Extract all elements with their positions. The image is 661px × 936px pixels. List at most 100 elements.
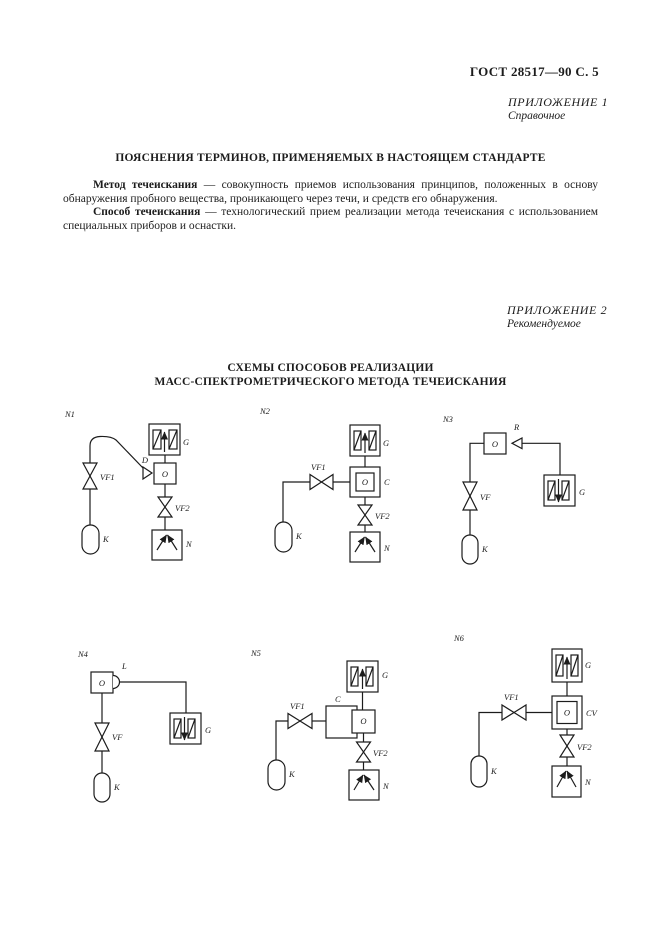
object-label: O [360,716,366,726]
cylinder-label: K [481,544,489,554]
sensor-G-icon: G [346,660,388,693]
diagram-n5: N5 G C O VF1 K [250,648,390,801]
sensor-G-icon [349,424,381,457]
cylinder-K-icon: K [93,772,121,803]
object-label: O [564,708,570,718]
valve-label: VF [112,732,123,742]
valve2-label: VF2 [373,748,388,758]
pump-N-icon: N [151,529,193,561]
section-2-title-line1: СХЕМЫ СПОСОБОВ РЕАЛИЗАЦИИ [227,362,434,374]
sensor-label: G [383,438,389,448]
diagram-number: N3 [442,414,453,424]
pump-N-icon: N [551,765,592,798]
diagram-number: N1 [64,409,75,419]
pipes [101,681,187,773]
cylinder-K-icon: K [81,524,110,555]
section-2-title-line2: МАСС-СПЕКТРОМЕТРИЧЕСКОГО МЕТОДА ТЕЧЕИСКА… [154,375,507,388]
term-1-name: Метод течеискания [93,179,198,191]
sensor-label: G [585,660,591,670]
valve1-label: VF1 [311,462,326,472]
term-1-definition: — совокупность приемов использования при… [63,179,598,205]
chamber-CV-box: O CV [551,695,599,730]
diagram-n3: N3 O R G VF K [442,414,585,565]
pump-N-icon: N [349,531,391,563]
cylinder-label: K [288,769,296,779]
cylinder-label: K [490,766,498,776]
valve-VF2-icon: VF2 [156,496,190,518]
cylinder-label: K [102,534,110,544]
valve-VF-icon: VF [94,722,123,752]
probe-R-icon: R [510,422,523,450]
valve-VF1-icon: VF1 [81,462,115,490]
probe-L-icon: L [112,661,127,690]
diagram-number: N6 [453,633,465,643]
pump-label: N [185,539,193,549]
valve2-label: VF2 [375,511,390,521]
pipes [282,456,366,532]
valve1-label: VF1 [290,701,305,711]
appendix-2-title: ПРИЛОЖЕНИЕ 2 [507,303,608,317]
object-label: O [162,469,168,479]
pipes [89,435,166,530]
sensor-G-icon: G [543,474,585,507]
cylinder-K-icon: K [461,534,489,565]
chamber-label: C [335,694,341,704]
valve-VF1-icon: VF1 [287,701,313,730]
page-header: ГОСТ 28517—90 С. 5 [469,64,599,79]
cylinder-label: K [113,782,121,792]
object-O-box: O [90,671,114,694]
valve-VF1-icon: VF1 [501,692,527,722]
chamber-C-box: C O [349,466,390,498]
sensor-label: G [579,487,585,497]
pump-label: N [382,781,390,791]
valve-VF2-icon: VF2 [558,734,592,758]
object-O-box: O [483,432,507,455]
valve2-label: VF2 [577,742,592,752]
term-2-definition: — технологический прием реализации метод… [63,206,599,232]
valve1-label: VF1 [100,472,115,482]
cylinder-K-icon: K [267,759,296,791]
object-label: O [492,439,498,449]
pipes [469,442,561,535]
object-label: O [362,477,368,487]
cylinder-K-icon: K [470,755,498,788]
probe-label: R [513,422,520,432]
chamber-label: CV [586,708,599,718]
chamber-label: C [384,477,390,487]
appendix-1-title: ПРИЛОЖЕНИЕ 1 [508,95,609,109]
object-O-box: O [351,709,376,734]
diagram-n4: N4 O L G VF K [77,649,211,803]
diagram-n6: N6 G O CV VF1 K [453,633,599,798]
nozzle-D-icon: D [141,455,154,481]
valve-VF-icon: VF [462,481,491,511]
section-2-title: СХЕМЫ СПОСОБОВ РЕАЛИЗАЦИИ МАСС-СПЕКТРОМЕ… [0,362,661,390]
nozzle-label: D [141,455,149,465]
appendix-2-block: ПРИЛОЖЕНИЕ 2 Рекомендуемое [507,303,607,330]
valve1-label: VF1 [504,692,519,702]
object-label: O [99,678,105,688]
term-paragraph-2: Способ течеискания — технологический при… [63,206,598,233]
sensor-label: G [183,437,189,447]
pump-N-icon: N [348,769,390,801]
pipes [275,692,365,770]
appendix-2-subtitle: Рекомендуемое [507,318,581,330]
valve2-label: VF2 [175,503,190,513]
diagram-number: N2 [259,406,271,416]
term-paragraph-1: Метод течеискания — совокупность приемов… [63,179,598,206]
sensor-label: G [205,725,211,735]
valve-label: VF [480,492,491,502]
object-O-box: O [153,462,177,485]
diagram-number: N5 [250,648,261,658]
sensor-label: G [382,670,388,680]
term-2-name: Способ течеискания [93,206,201,219]
probe-label: L [121,661,127,671]
cylinder-K-icon: K [274,521,303,553]
valve-VF2-icon: VF2 [355,741,388,763]
pipes [478,682,568,766]
sensor-G-icon: G [169,712,211,745]
pump-label: N [584,777,592,787]
appendix-1-subtitle: Справочное [508,110,566,122]
valve-VF1-icon: VF1 [309,462,334,491]
pump-label: N [383,543,391,553]
